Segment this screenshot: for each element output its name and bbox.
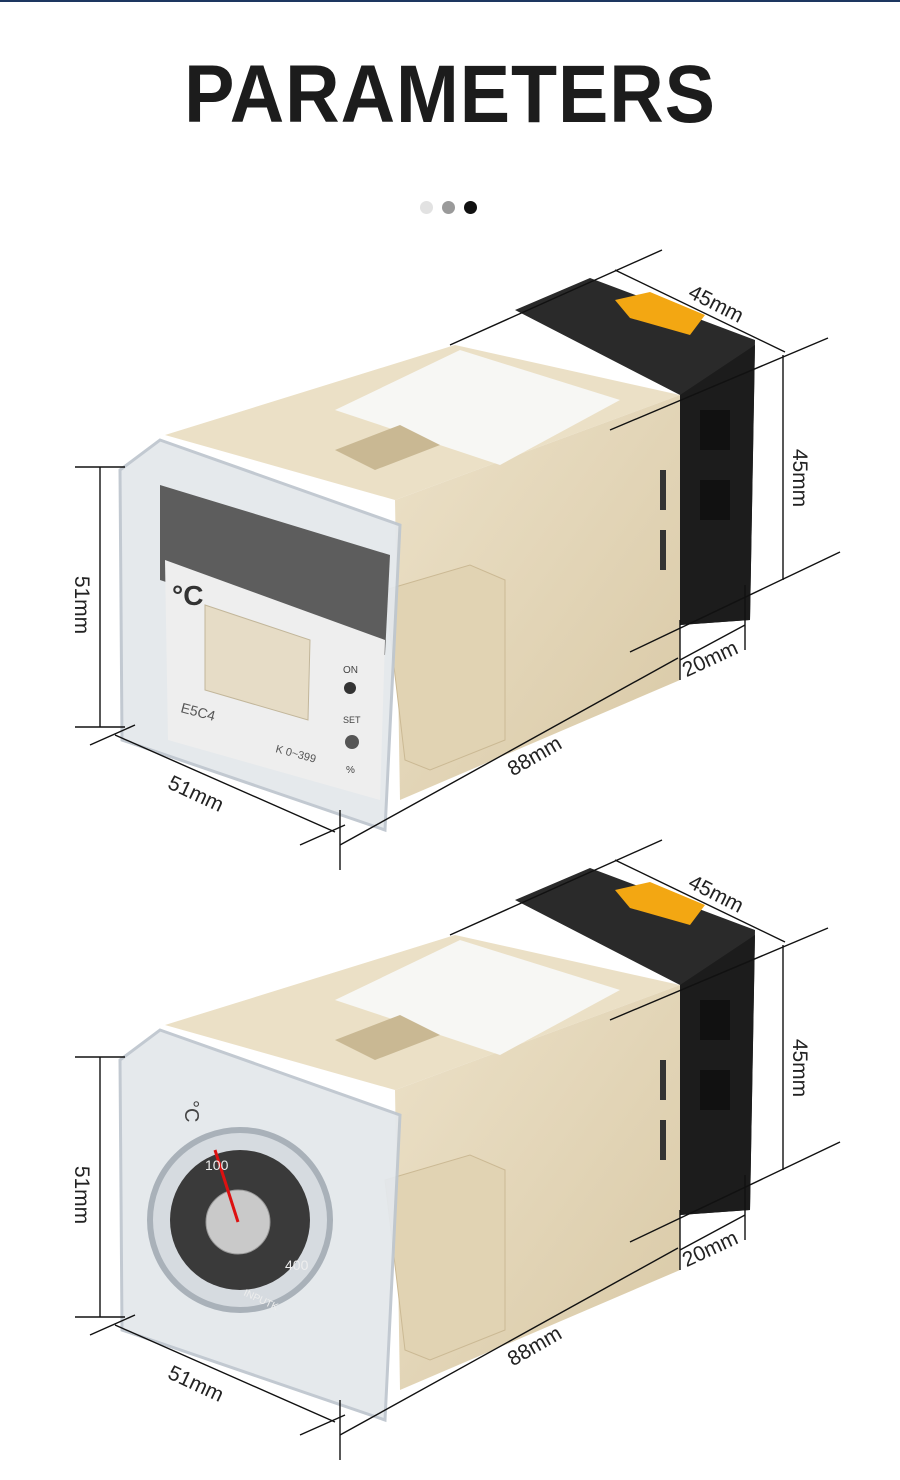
- on-indicator-led: [344, 682, 356, 694]
- top-accent-bar: [0, 0, 900, 2]
- page-title: PARAMETERS: [184, 49, 716, 140]
- unit-label: °C: [180, 1100, 202, 1122]
- carousel-dot-3[interactable]: [464, 201, 477, 214]
- on-label: ON: [343, 665, 358, 676]
- product-dial: °C 100 400 INPUTK: [118, 867, 756, 1423]
- percent-label: %: [346, 765, 355, 776]
- dim-front-height-2: 51mm: [70, 1166, 93, 1224]
- carousel-indicator: [420, 201, 477, 214]
- product-digital-switch: °C E5C4 K 0~399 ON SET %: [118, 277, 756, 833]
- dimension-lines-product-2: [75, 839, 841, 1460]
- carousel-dot-1[interactable]: [420, 201, 433, 214]
- dim-front-width-1: 51mm: [164, 771, 227, 817]
- dial-mark-100: 100: [205, 1157, 229, 1173]
- dim-front-width-2: 51mm: [164, 1361, 227, 1407]
- unit-label: °C: [172, 580, 203, 611]
- set-knob: [345, 735, 359, 749]
- dial-mark-400: 400: [285, 1257, 309, 1273]
- dim-front-height-1: 51mm: [70, 576, 93, 634]
- dimension-lines-product-1: [75, 249, 841, 870]
- dim-socket-height-2: 45mm: [788, 1039, 811, 1097]
- dim-socket-height-1: 45mm: [788, 449, 811, 507]
- set-label: SET: [343, 715, 361, 725]
- carousel-dot-2[interactable]: [442, 201, 455, 214]
